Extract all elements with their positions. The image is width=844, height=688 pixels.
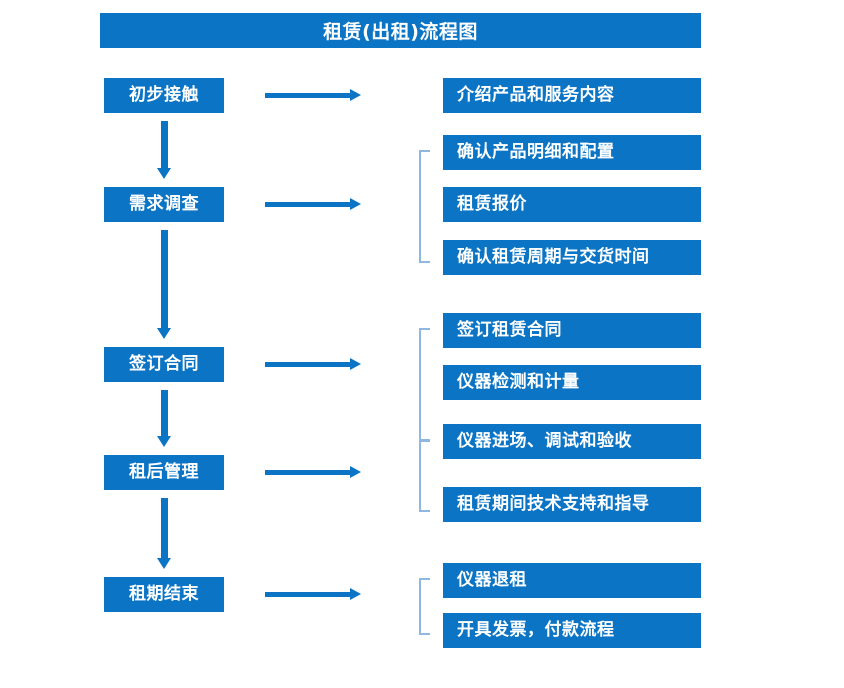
horizontal-arrow-2 bbox=[265, 198, 361, 210]
detail-box-introduce-products[interactable]: 介绍产品和服务内容 bbox=[443, 78, 701, 113]
group-bracket-lease-end bbox=[419, 578, 430, 635]
detail-box-confirm-lease-period[interactable]: 确认租赁周期与交货时间 bbox=[443, 240, 701, 275]
stage-box-initial-contact[interactable]: 初步接触 bbox=[104, 78, 224, 113]
vertical-arrow-4 bbox=[157, 498, 171, 569]
detail-box-instrument-delivery[interactable]: 仪器进场、调试和验收 bbox=[443, 424, 701, 459]
stage-box-lease-end[interactable]: 租期结束 bbox=[104, 577, 224, 612]
detail-box-confirm-product-details[interactable]: 确认产品明细和配置 bbox=[443, 135, 701, 170]
horizontal-arrow-1 bbox=[265, 89, 361, 101]
detail-box-rental-quotation[interactable]: 租赁报价 bbox=[443, 187, 701, 222]
detail-box-sign-lease-contract[interactable]: 签订租赁合同 bbox=[443, 313, 701, 348]
stage-box-post-rental-management[interactable]: 租后管理 bbox=[104, 455, 224, 490]
page-title: 租赁(出租)流程图 bbox=[100, 13, 701, 48]
vertical-arrow-1 bbox=[157, 121, 171, 179]
horizontal-arrow-4 bbox=[265, 466, 361, 478]
detail-box-instrument-inspection[interactable]: 仪器检测和计量 bbox=[443, 365, 701, 400]
horizontal-arrow-3 bbox=[265, 358, 361, 370]
detail-box-technical-support[interactable]: 租赁期间技术支持和指导 bbox=[443, 487, 701, 522]
group-bracket-sign-contract bbox=[419, 328, 430, 441]
stage-box-requirement-survey[interactable]: 需求调查 bbox=[104, 187, 224, 222]
group-bracket-requirement-survey bbox=[419, 150, 430, 263]
stage-box-sign-contract[interactable]: 签订合同 bbox=[104, 347, 224, 382]
group-bracket-post-rental-management bbox=[419, 440, 430, 512]
vertical-arrow-2 bbox=[157, 230, 171, 339]
detail-box-instrument-return[interactable]: 仪器退租 bbox=[443, 563, 701, 598]
vertical-arrow-3 bbox=[157, 390, 171, 447]
detail-box-invoice-payment[interactable]: 开具发票，付款流程 bbox=[443, 613, 701, 648]
horizontal-arrow-5 bbox=[265, 588, 361, 600]
